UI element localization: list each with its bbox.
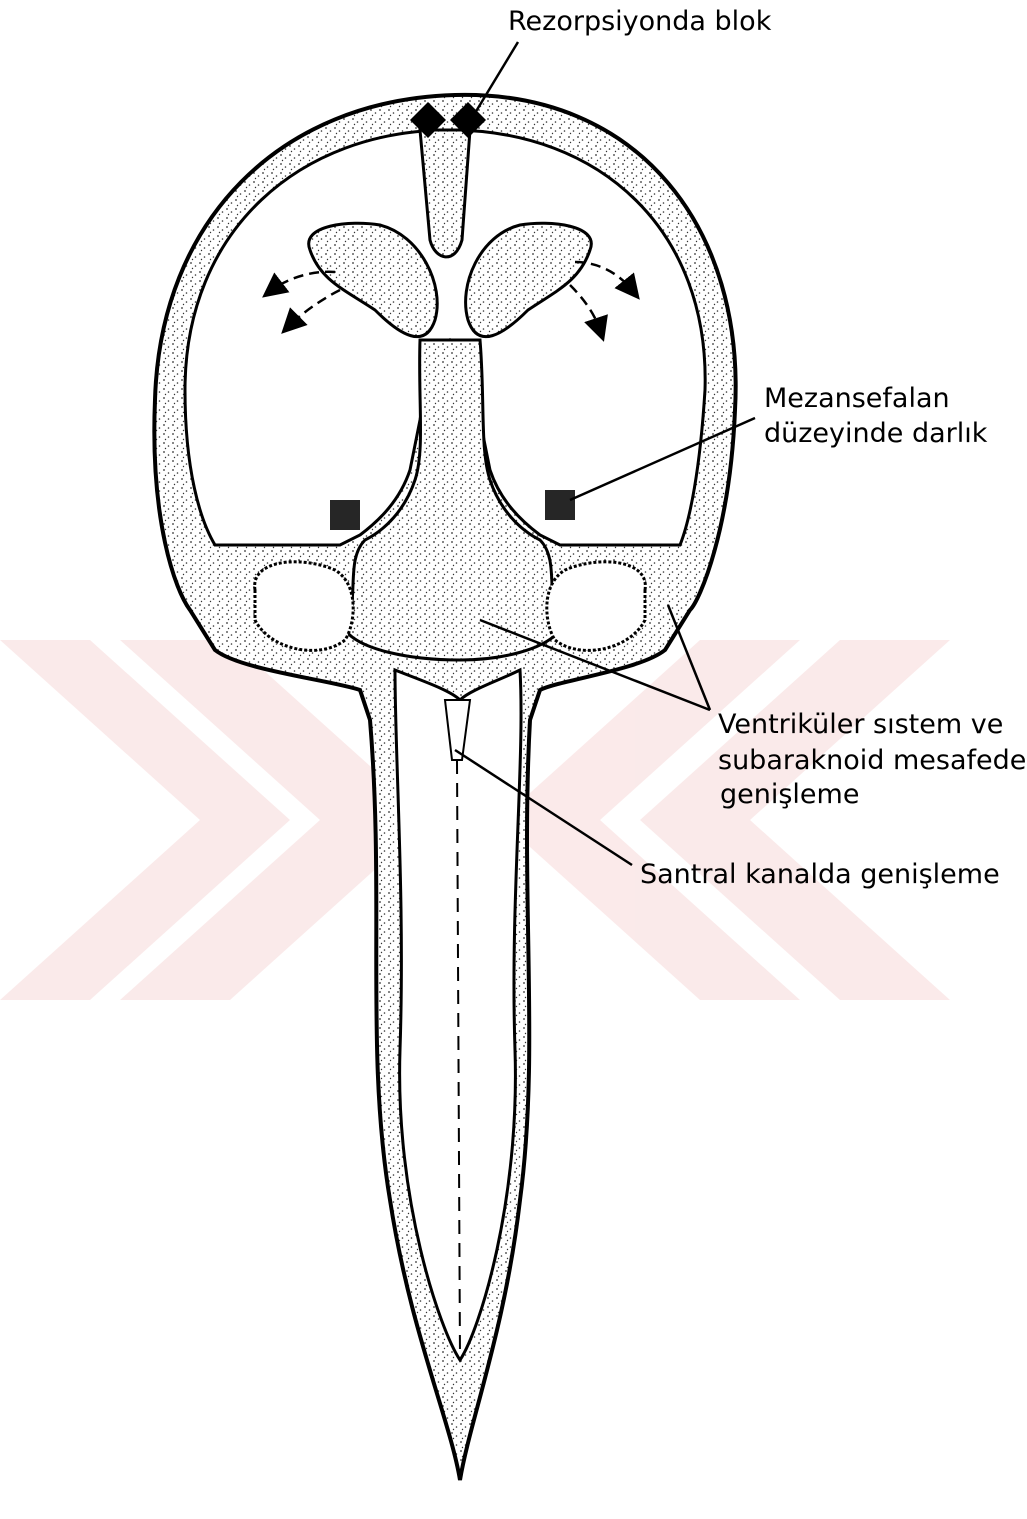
- aqueduct-stenosis-right: [545, 490, 575, 520]
- label-ventricular-line1: Ventriküler sıstem ve: [718, 709, 1003, 740]
- right-cerebellum: [547, 562, 646, 651]
- label-ventricular-line3: genişleme: [720, 779, 859, 810]
- aqueduct-stenosis-left: [330, 500, 360, 530]
- label-resorption-block: Rezorpsiyonda blok: [508, 6, 772, 37]
- label-mesencephalon-line2: düzeyinde darlık: [764, 418, 988, 449]
- left-cerebellum: [255, 562, 354, 651]
- label-mesencephalon-line1: Mezansefalan: [764, 383, 950, 414]
- label-ventricular-line2: subaraknoid mesafede: [718, 745, 1026, 776]
- label-central-canal: Santral kanalda genişleme: [640, 859, 1000, 890]
